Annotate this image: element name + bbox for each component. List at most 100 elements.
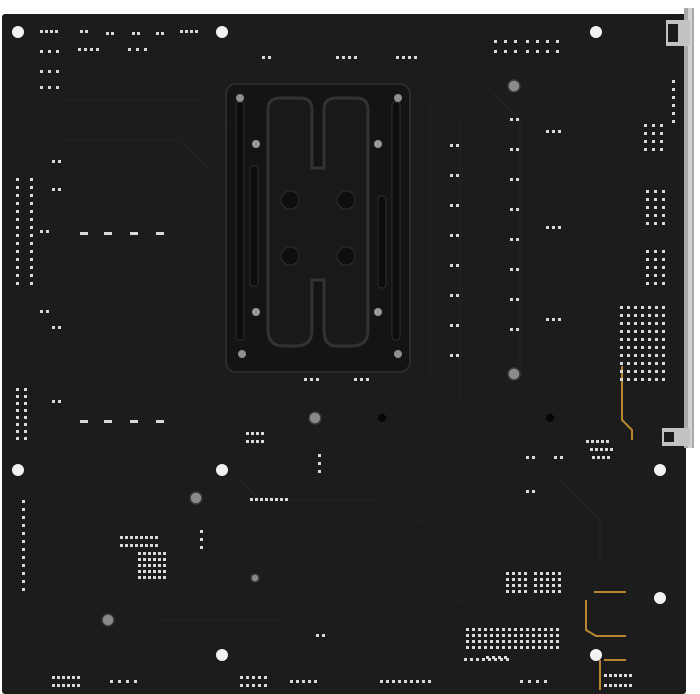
vrm-pads bbox=[510, 298, 513, 301]
header-pads bbox=[532, 640, 535, 643]
vrm-pads bbox=[516, 298, 519, 301]
misc-pads bbox=[526, 456, 529, 459]
bottom-pads bbox=[72, 676, 75, 679]
vrm-pads bbox=[450, 174, 453, 177]
vrm-pads bbox=[558, 318, 561, 321]
io-pads bbox=[634, 338, 637, 341]
pin-row bbox=[22, 540, 25, 543]
header-pads bbox=[508, 634, 511, 637]
io-pads bbox=[660, 148, 663, 151]
header-pads bbox=[466, 640, 469, 643]
vrm-pads bbox=[516, 148, 519, 151]
pin-row bbox=[16, 395, 19, 398]
usb-pads bbox=[558, 590, 561, 593]
header-pads bbox=[538, 634, 541, 637]
ic-pads bbox=[138, 576, 141, 579]
header-pads bbox=[526, 646, 529, 649]
io-pads bbox=[627, 378, 630, 381]
header-pads bbox=[550, 628, 553, 631]
left-pads bbox=[46, 310, 49, 313]
io-pads bbox=[627, 306, 630, 309]
usb-pads bbox=[524, 572, 527, 575]
vrm-pads bbox=[516, 118, 519, 121]
header-pads bbox=[255, 498, 258, 501]
header-pads bbox=[496, 646, 499, 649]
vrm-pads bbox=[450, 204, 453, 207]
io-pads bbox=[644, 124, 647, 127]
ic-pads bbox=[138, 558, 141, 561]
io-pads bbox=[641, 306, 644, 309]
pin-row bbox=[16, 210, 19, 213]
usb-pads bbox=[558, 584, 561, 587]
bottom-pads bbox=[314, 680, 317, 683]
header-pads bbox=[544, 646, 547, 649]
io-pads bbox=[620, 362, 623, 365]
vrm-pads bbox=[552, 226, 555, 229]
top-pads bbox=[128, 48, 131, 51]
pin-row bbox=[24, 430, 27, 433]
io-pads bbox=[672, 112, 675, 115]
ic-pads bbox=[601, 440, 604, 443]
vrm-pads bbox=[552, 318, 555, 321]
io-pads bbox=[662, 314, 665, 317]
ic-pads bbox=[158, 558, 161, 561]
ic-pads bbox=[586, 440, 589, 443]
bottom-pads bbox=[380, 680, 383, 683]
left-pads bbox=[52, 160, 55, 163]
ic-pads bbox=[246, 440, 249, 443]
bottom-pads bbox=[422, 680, 425, 683]
io-pads bbox=[655, 322, 658, 325]
pin-row bbox=[22, 556, 25, 559]
header-pads bbox=[502, 640, 505, 643]
pin-row bbox=[24, 416, 27, 419]
vrm-pads bbox=[456, 204, 459, 207]
io-pads bbox=[652, 140, 655, 143]
vrm-pads bbox=[516, 238, 519, 241]
header-pads bbox=[550, 634, 553, 637]
header-pads bbox=[520, 634, 523, 637]
io-pads bbox=[648, 314, 651, 317]
misc-pads bbox=[532, 490, 535, 493]
ic-pads bbox=[135, 544, 138, 547]
bottom-pads bbox=[614, 674, 617, 677]
gold-traces bbox=[585, 366, 633, 690]
pin-row bbox=[16, 274, 19, 277]
dash-pad bbox=[130, 420, 138, 423]
ic-pads bbox=[251, 440, 254, 443]
io-pads bbox=[648, 378, 651, 381]
ic-pads bbox=[155, 544, 158, 547]
io-pads bbox=[620, 354, 623, 357]
bottom-pads bbox=[52, 684, 55, 687]
io-pads bbox=[662, 274, 665, 277]
io-pads bbox=[648, 346, 651, 349]
io-pads bbox=[641, 346, 644, 349]
vrm-pads bbox=[456, 174, 459, 177]
top-pads bbox=[96, 48, 99, 51]
usb-pads bbox=[518, 584, 521, 587]
usb-pads bbox=[552, 590, 555, 593]
bottom-pads bbox=[398, 680, 401, 683]
ic-pads bbox=[120, 544, 123, 547]
header-pads bbox=[476, 658, 479, 661]
header-pads bbox=[472, 646, 475, 649]
vrm-pads bbox=[516, 178, 519, 181]
header-pads bbox=[488, 658, 491, 661]
io-pads bbox=[620, 322, 623, 325]
bottom-pads bbox=[302, 680, 305, 683]
bottom-pads bbox=[536, 680, 539, 683]
io-pads bbox=[652, 124, 655, 127]
io-pads bbox=[644, 132, 647, 135]
bottom-pads bbox=[252, 684, 255, 687]
header-pads bbox=[502, 646, 505, 649]
pin-row bbox=[30, 218, 33, 221]
header-pads bbox=[502, 628, 505, 631]
header-pads bbox=[538, 628, 541, 631]
io-pads bbox=[646, 266, 649, 269]
vrm-pads bbox=[558, 226, 561, 229]
io-pads bbox=[646, 198, 649, 201]
io-pads bbox=[634, 330, 637, 333]
pin-row bbox=[30, 226, 33, 229]
pin-row bbox=[16, 218, 19, 221]
header-pads bbox=[532, 628, 535, 631]
header-pads bbox=[520, 646, 523, 649]
